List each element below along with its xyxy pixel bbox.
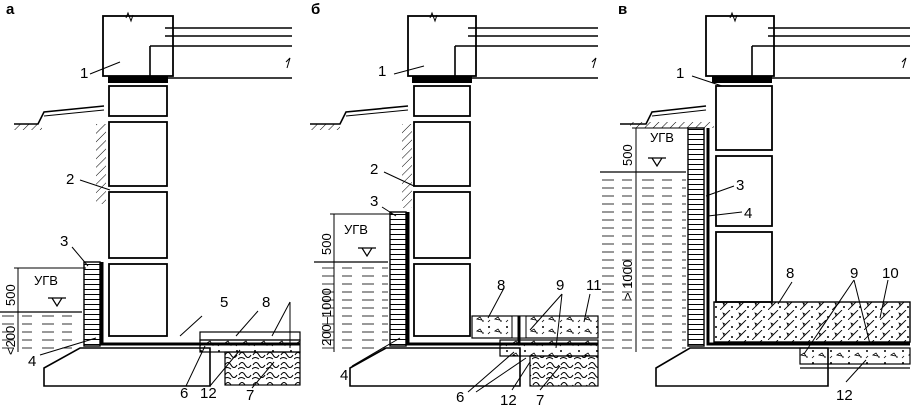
waterproof-layer-1 (412, 76, 472, 83)
waterproof-layer-1 (712, 76, 772, 83)
foundation-footing (655, 347, 829, 387)
ugv-label: УГВ (344, 222, 368, 237)
callout-7: 7 (536, 392, 544, 409)
floor-layer (199, 331, 301, 341)
callout-8: 8 (262, 294, 270, 311)
break-mark (125, 11, 134, 23)
callout-2: 2 (66, 171, 74, 188)
panel-a: а УГВ 500 <200 (0, 1, 301, 404)
wall-block (108, 85, 168, 117)
wall-block (715, 85, 773, 151)
callout-11: 11 (586, 277, 602, 294)
floor-slab (149, 27, 292, 79)
gravel-base (224, 351, 301, 386)
callout-1: 1 (378, 63, 386, 80)
concrete-prep (499, 339, 599, 357)
floor-slab-concrete (471, 315, 599, 339)
dim-200-1000: 200–1000 (319, 288, 334, 346)
water-level-icon (48, 297, 66, 308)
backfill-hatch (96, 124, 106, 204)
callout-3: 3 (60, 233, 68, 250)
wall-block (413, 85, 471, 117)
rc-floor-slab (713, 301, 911, 343)
concrete-prep (199, 339, 301, 353)
callout-3: 3 (736, 177, 744, 194)
dim-less-200: <200 (3, 326, 18, 355)
callout-5: 5 (220, 294, 228, 311)
panel-v: в УГВ 500 > 1000 1 3 4 8 9 (600, 1, 911, 404)
wall-block (413, 191, 471, 259)
callout-10: 10 (882, 265, 899, 282)
callout-1: 1 (676, 65, 684, 82)
slab-break (285, 57, 291, 69)
ground-hatch (14, 124, 42, 130)
concrete-prep (799, 347, 911, 365)
floor-slab (751, 27, 910, 79)
callout-9: 9 (850, 265, 858, 282)
waterproof-layer-1 (108, 76, 168, 83)
panel-a-letter: а (6, 1, 15, 18)
callout-12: 12 (200, 385, 217, 402)
wall-block (413, 263, 471, 337)
callout-4: 4 (28, 353, 36, 370)
wall-block (413, 121, 471, 187)
wall-block (715, 231, 773, 303)
dimension-line (632, 127, 690, 352)
panel-v-letter: в (618, 1, 627, 18)
groundwater (600, 172, 686, 352)
ugv-label: УГВ (34, 273, 58, 288)
callout-7: 7 (246, 387, 254, 404)
groundwater (0, 312, 82, 352)
wall-block (108, 121, 168, 187)
floor-slab (454, 27, 598, 79)
callout-2: 2 (370, 161, 378, 178)
brick-protection (687, 127, 705, 347)
callout-4: 4 (744, 205, 752, 222)
membrane (706, 128, 910, 346)
groundwater (314, 262, 388, 352)
foundation-footing (43, 347, 211, 387)
callout-12: 12 (500, 392, 517, 409)
callout-9: 9 (556, 277, 564, 294)
callout-4: 4 (340, 367, 348, 384)
callout-8: 8 (786, 265, 794, 282)
wall-block (108, 263, 168, 337)
ugv-label: УГВ (650, 130, 674, 145)
callout-8: 8 (497, 277, 505, 294)
panel-b-letter: б (311, 1, 320, 18)
callout-3: 3 (370, 193, 378, 210)
dim-gt-1000: > 1000 (620, 260, 635, 300)
callout-6: 6 (456, 389, 464, 406)
dim-500: 500 (620, 144, 635, 166)
brick-protection (389, 211, 407, 347)
callout-12: 12 (836, 387, 853, 404)
gravel-base (529, 355, 599, 387)
brick-protection (83, 261, 101, 347)
dim-500: 500 (319, 233, 334, 255)
panel-b: б УГВ 500 200–1000 1 2 3 (310, 1, 602, 409)
water-level-icon (358, 247, 376, 258)
dimension-line (14, 267, 86, 352)
callout-1: 1 (80, 65, 88, 82)
wall-block (108, 191, 168, 259)
water-level-icon (648, 157, 666, 168)
foundation-footing (349, 347, 521, 387)
callout-6: 6 (180, 385, 188, 402)
dim-500: 500 (3, 284, 18, 306)
dimension-line (330, 213, 392, 352)
